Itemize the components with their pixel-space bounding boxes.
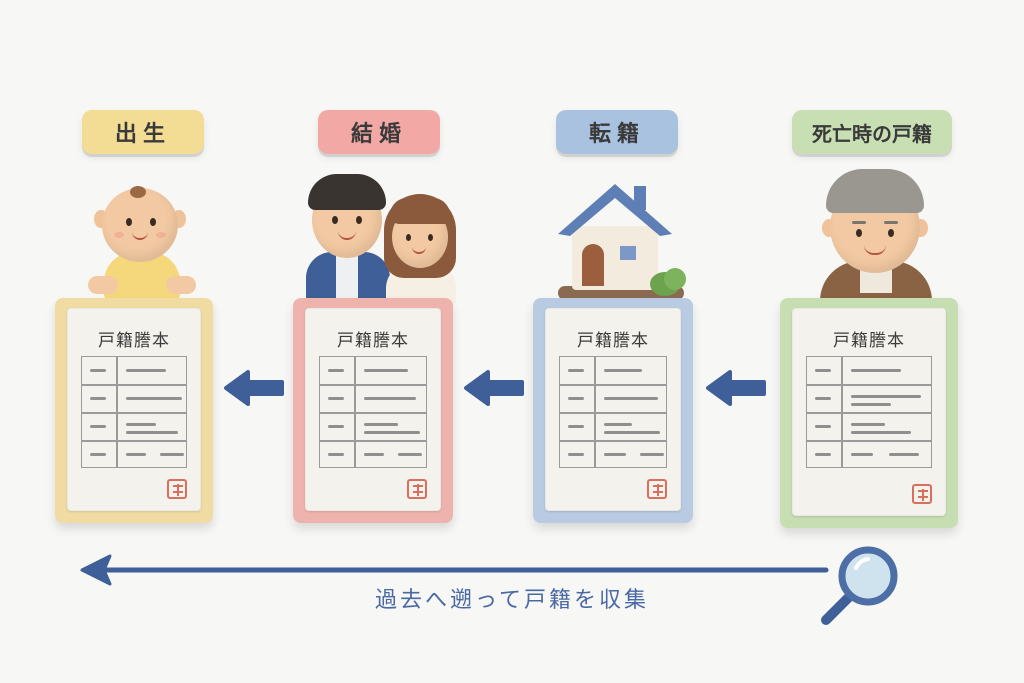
baby-icon [86,180,196,305]
stage-label-birth: 出生 [82,110,204,154]
stage-label-text: 死亡時の戸籍 [812,121,932,146]
document-title: 戸籍謄本 [833,331,905,351]
document-title: 戸籍謄本 [577,331,649,351]
document-table [559,356,667,468]
stage-label-text: 結婚 [350,122,407,147]
timeline-arrow [80,554,829,586]
seal-stamp [912,484,932,504]
document-title: 戸籍謄本 [98,331,170,351]
document-title: 戸籍謄本 [337,331,409,351]
document-card-birth: 戸籍謄本 [55,298,213,523]
house-icon [552,178,690,300]
stage-label-death: 死亡時の戸籍 [792,110,952,154]
stage-label-marriage: 結婚 [318,110,440,154]
arrow-left-icon [224,370,284,406]
document-card-death: 戸籍謄本 [780,298,958,528]
arrow-left-icon [464,370,524,406]
stage-label-transfer: 転籍 [556,110,678,154]
seal-stamp [407,479,427,499]
magnifying-glass-icon [821,546,898,625]
elderly-man-icon [814,165,938,305]
document-card-marriage: 戸籍謄本 [293,298,453,523]
stage-label-text: 転籍 [588,122,645,147]
document-card-transfer: 戸籍謄本 [533,298,693,523]
document-paper: 戸籍謄本 [545,308,681,511]
document-paper: 戸籍謄本 [305,308,441,511]
seal-stamp [167,479,187,499]
couple-icon [298,168,463,304]
document-paper: 戸籍謄本 [792,308,946,516]
seal-stamp [647,479,667,499]
arrow-left-icon [706,370,766,406]
document-table [81,356,187,468]
document-paper: 戸籍謄本 [67,308,201,511]
stage-label-text: 出生 [114,122,171,147]
document-table [806,356,932,468]
timeline-caption: 過去へ遡って戸籍を収集 [375,588,649,613]
document-table [319,356,427,468]
